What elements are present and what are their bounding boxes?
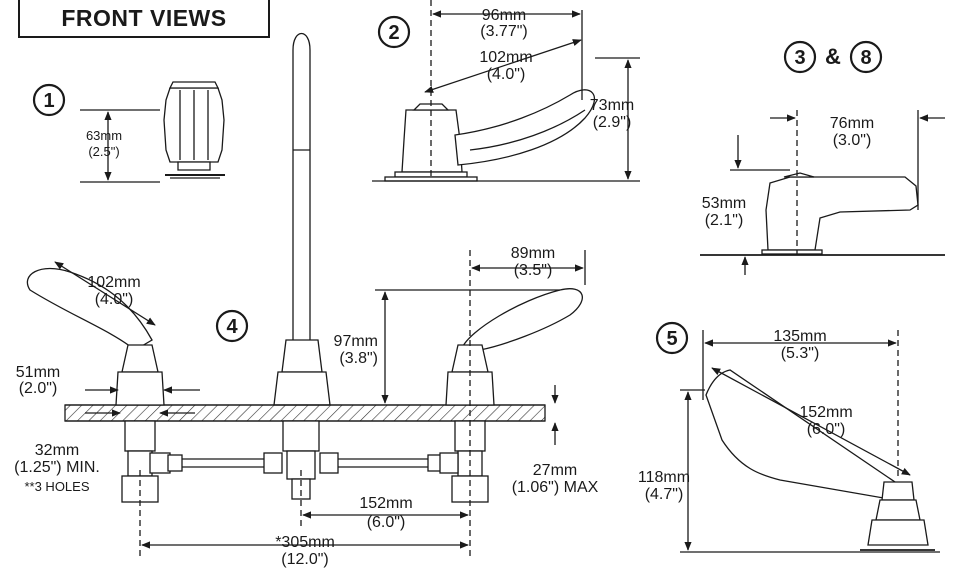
v4-base-in: (2.0") bbox=[19, 380, 58, 397]
marker-4-label: 4 bbox=[226, 316, 238, 338]
v4-center-in: (6.0") bbox=[367, 514, 406, 531]
v4-reach-in: (3.5") bbox=[514, 262, 553, 279]
marker-1-label: 1 bbox=[43, 90, 54, 112]
v4-deck-mm: 27mm bbox=[533, 462, 577, 479]
marker-5-circle bbox=[655, 321, 689, 355]
view-2-wrist-blade-handle bbox=[372, 0, 640, 182]
ampersand-label: & bbox=[825, 44, 841, 69]
v2-height-mm: 73mm bbox=[590, 97, 634, 114]
v4-height-mm: 97mm bbox=[334, 333, 378, 350]
v3-width-mm: 76mm bbox=[830, 115, 874, 132]
v5-width-mm: 135mm bbox=[773, 328, 826, 345]
v2-handle-mm: 102mm bbox=[479, 49, 532, 66]
v2-height-in: (2.9") bbox=[593, 114, 632, 131]
v2-handle-in: (4.0") bbox=[487, 66, 526, 83]
v4-deck-in: (1.06") MAX bbox=[512, 479, 599, 496]
v5-height-mm: 118mm bbox=[638, 469, 690, 486]
v2-width-in: (3.77") bbox=[480, 23, 527, 40]
marker-5-label: 5 bbox=[666, 328, 677, 350]
front-views-title: FRONT VIEWS bbox=[18, 0, 270, 38]
v4-height-in: (3.8") bbox=[339, 350, 378, 367]
v3-width-in: (3.0") bbox=[833, 132, 872, 149]
v4-base-mm: 51mm bbox=[16, 364, 60, 381]
marker-3-label: 3 bbox=[794, 47, 805, 69]
v4-spread-in: (12.0") bbox=[281, 551, 328, 568]
marker-4-circle bbox=[215, 309, 249, 343]
marker-1-circle bbox=[32, 83, 66, 117]
v5-width-in: (5.3") bbox=[781, 345, 820, 362]
v1-height-in: (2.5") bbox=[88, 144, 119, 159]
view-1-cross-handle bbox=[32, 81, 225, 183]
v3-height-in: (2.1") bbox=[705, 212, 744, 229]
marker-3-circle bbox=[783, 40, 817, 74]
view-5-elbow-lever bbox=[655, 321, 940, 553]
v4-spread-mm: *305mm bbox=[275, 534, 335, 551]
v1-height-mm: 63mm bbox=[86, 128, 122, 143]
v4-handle-mm: 102mm bbox=[87, 274, 140, 291]
v4-holes-note: **3 HOLES bbox=[24, 479, 89, 494]
marker-8-circle bbox=[849, 40, 883, 74]
view-4-widespread-faucet bbox=[26, 32, 586, 560]
v4-hole-in: (1.25") MIN. bbox=[14, 459, 100, 476]
v5-handle-in: (6.0") bbox=[807, 421, 846, 438]
v5-handle-mm: 152mm bbox=[799, 404, 852, 421]
v3-height-mm: 53mm bbox=[702, 195, 746, 212]
v4-reach-mm: 89mm bbox=[511, 245, 555, 262]
v2-width-mm: 96mm bbox=[482, 7, 526, 24]
v4-center-mm: 152mm bbox=[359, 495, 412, 512]
marker-2-circle bbox=[377, 15, 411, 49]
v4-hole-mm: 32mm bbox=[35, 442, 79, 459]
v4-handle-in: (4.0") bbox=[95, 291, 134, 308]
view-3-8-lever-handle bbox=[700, 40, 945, 275]
marker-2-label: 2 bbox=[388, 22, 399, 44]
marker-8-label: 8 bbox=[860, 47, 871, 69]
v5-height-in: (4.7") bbox=[645, 486, 684, 503]
